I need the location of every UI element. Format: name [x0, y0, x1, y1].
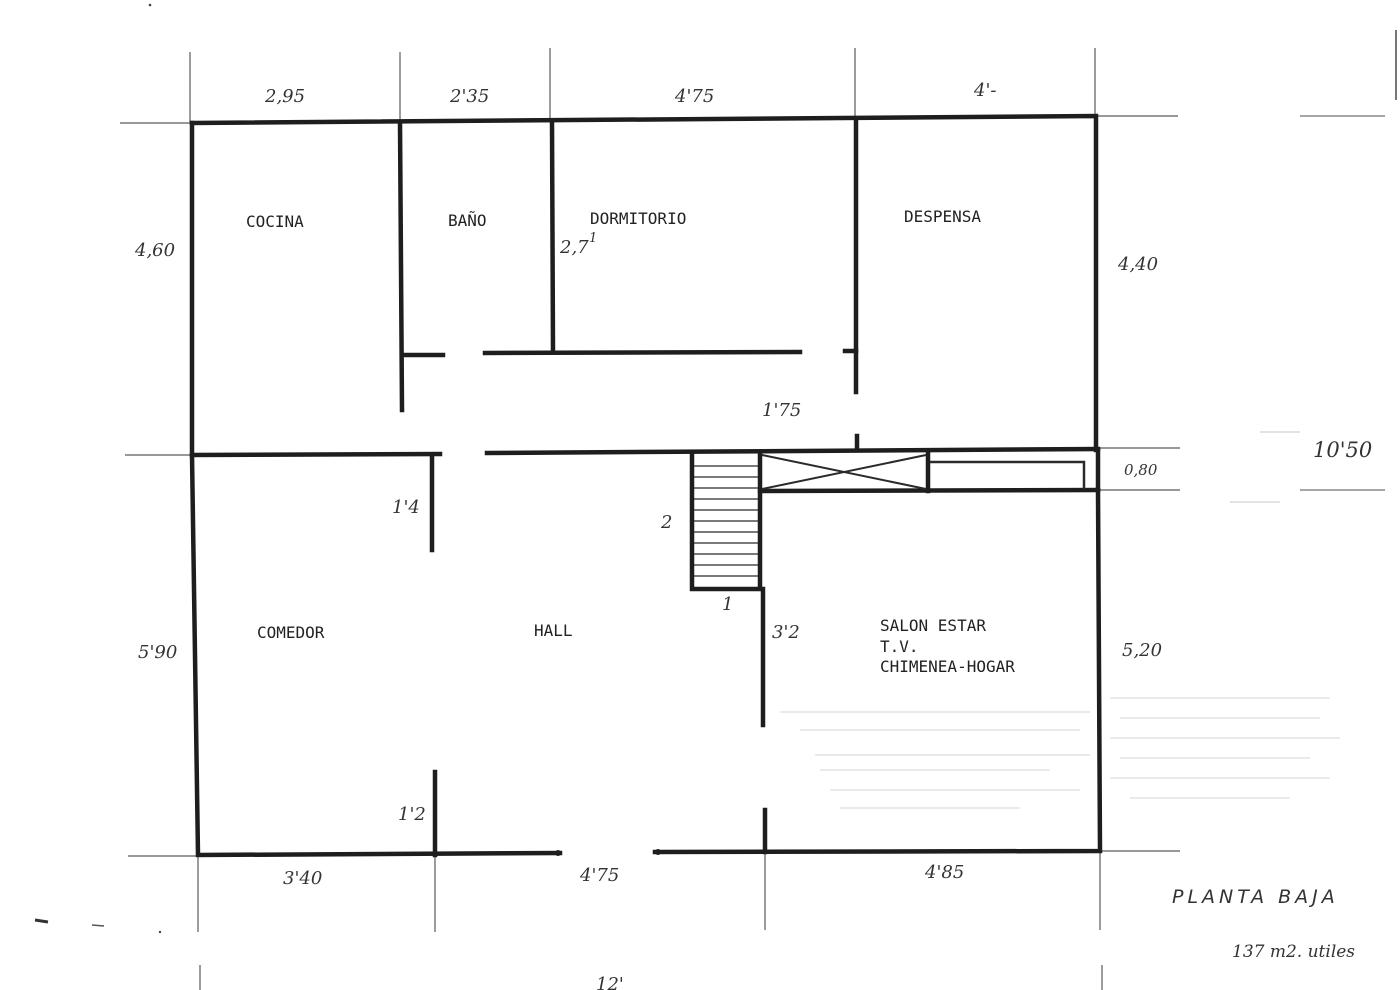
dim-top-4: 4'- — [973, 80, 996, 101]
scan-artifacts — [34, 3, 1397, 934]
chimney-void — [761, 454, 1086, 490]
dim-salon-wall: 3'2 — [772, 622, 800, 643]
dimension-lines — [120, 48, 1180, 990]
room-salon-line1: SALON ESTAR — [880, 616, 986, 635]
room-comedor: COMEDOR — [257, 623, 325, 642]
dim-corridor: 1'75 — [762, 400, 801, 421]
dim-comedor-upper: 1'4 — [392, 497, 420, 518]
dim-dormitorio-sup: 1 — [589, 231, 597, 246]
room-labels: COCINA BAÑO DORMITORIO DESPENSA COMEDOR … — [246, 207, 1015, 676]
dim-right-3: 5,20 — [1122, 640, 1162, 661]
room-bano: BAÑO — [448, 211, 487, 230]
room-hall: HALL — [534, 621, 573, 640]
room-salon-line3: CHIMENEA-HOGAR — [880, 657, 1015, 676]
dim-bottom-2: 4'75 — [579, 865, 619, 886]
dim-total-width: 12' — [596, 974, 624, 990]
plan-area: 137 m2. utiles — [1232, 942, 1355, 962]
room-salon-line2: T.V. — [880, 637, 919, 656]
staircase — [694, 465, 758, 577]
dim-top-3: 4'75 — [674, 86, 714, 107]
room-dormitorio: DORMITORIO — [590, 209, 686, 228]
dim-left-1: 4,60 — [134, 240, 175, 261]
dim-stair-depth: 1 — [722, 594, 733, 615]
dim-dormitorio-side: 2,7 — [559, 237, 589, 258]
dimension-labels: 2,95 2'35 4'75 4'- 4,60 5'90 4,40 0,80 5… — [134, 80, 1372, 990]
dim-comedor-lower: 1'2 — [398, 804, 426, 825]
dim-right-2: 0,80 — [1124, 461, 1158, 479]
dim-right-1: 4,40 — [1117, 254, 1158, 275]
plan-title: PLANTA BAJA — [1172, 886, 1339, 908]
dim-stair-width: 2 — [660, 512, 672, 533]
dim-top-2: 2'35 — [449, 86, 489, 107]
room-cocina: COCINA — [246, 212, 304, 231]
dim-bottom-3: 4'85 — [924, 862, 964, 883]
walls — [189, 113, 1103, 858]
dim-left-2: 5'90 — [138, 642, 177, 663]
dim-top-1: 2,95 — [264, 86, 305, 107]
room-despensa: DESPENSA — [904, 207, 981, 226]
dim-total-height: 10'50 — [1313, 438, 1372, 462]
dim-bottom-1: 3'40 — [283, 868, 322, 889]
